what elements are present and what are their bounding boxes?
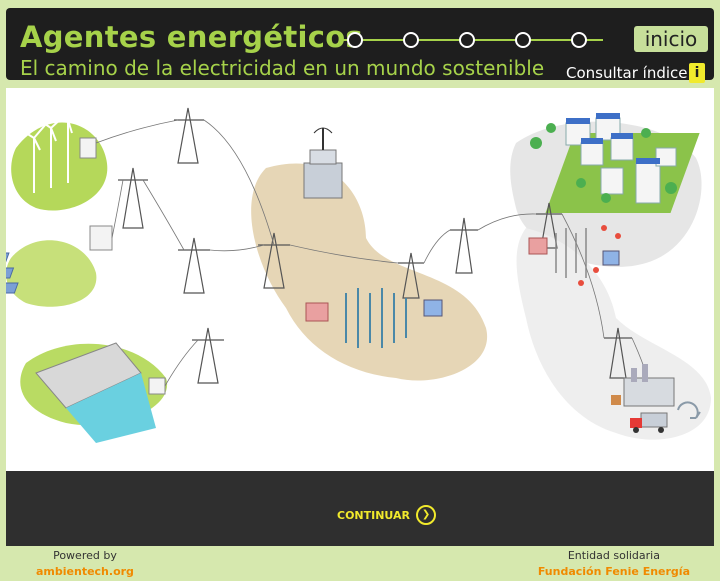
- powered-by-label: Powered by: [53, 549, 117, 562]
- page-subtitle: El camino de la electricidad en un mundo…: [20, 56, 545, 80]
- recycle-icon: [677, 401, 701, 419]
- info-icon[interactable]: i: [689, 63, 705, 83]
- substation-icon: [305, 288, 443, 348]
- trees: [530, 123, 677, 203]
- chevron-right-icon: ❯: [416, 505, 437, 525]
- generation-ground: [11, 122, 108, 211]
- continue-button[interactable]: CONTINUAR ❯: [337, 505, 437, 525]
- truck-icon: [630, 412, 668, 433]
- city-roofs: [566, 113, 660, 164]
- scene-illustration: [6, 107, 711, 443]
- entity-link[interactable]: Fundación Fenie Energía: [537, 565, 690, 578]
- entity-label: Entidad solidaria: [567, 549, 660, 562]
- energy-scene: [6, 88, 714, 471]
- index-link[interactable]: Consultar índice: [566, 64, 688, 82]
- power-lines: [95, 119, 647, 387]
- city-buildings-icon: [565, 117, 677, 204]
- control-center-icon: [303, 127, 343, 199]
- wind-transformer-icon: [79, 137, 97, 159]
- progress-step-1[interactable]: [347, 32, 363, 48]
- header-bar: Agentes energéticos El camino de la elec…: [6, 8, 714, 83]
- solar-panels-icon: [6, 252, 19, 294]
- factory-icon: [611, 364, 675, 407]
- wind-turbines-icon: [17, 109, 82, 193]
- hydro-dam-icon: [35, 342, 166, 443]
- entity-info: Entidad solidaria Fundación Fenie Energí…: [538, 549, 690, 578]
- progress-step-3[interactable]: [459, 32, 475, 48]
- home-button[interactable]: inicio: [634, 26, 708, 52]
- progress-step-5[interactable]: [571, 32, 587, 48]
- navigation-bar: CONTINUAR ❯: [6, 471, 714, 546]
- solar-transformer-icon: [89, 225, 113, 251]
- substation-ground: [251, 163, 488, 381]
- powered-by: Powered by ambientech.org: [36, 549, 134, 578]
- solar-ground: [6, 240, 97, 307]
- progress-steps: [339, 30, 603, 50]
- page-title: Agentes energéticos: [20, 20, 363, 54]
- progress-step-4[interactable]: [515, 32, 531, 48]
- powered-by-link[interactable]: ambientech.org: [36, 565, 134, 578]
- progress-step-2[interactable]: [403, 32, 419, 48]
- distribution-substation-icon: [528, 225, 621, 286]
- continue-label: CONTINUAR: [337, 508, 411, 522]
